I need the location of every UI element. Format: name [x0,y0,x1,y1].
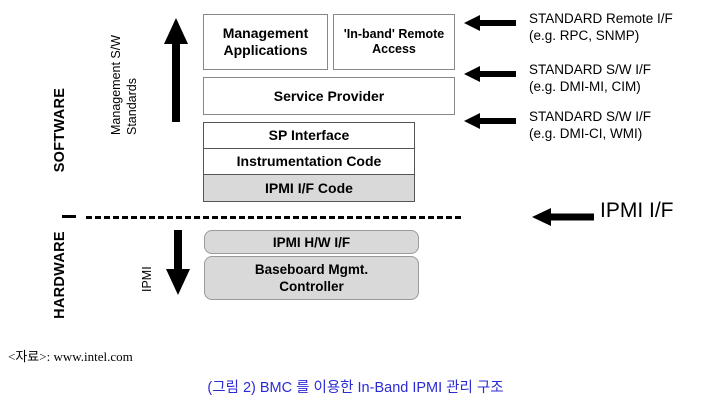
hardware-software-dashed-divider [86,216,461,219]
box-instrumentation-code[interactable]: Instrumentation Code [203,148,415,175]
box-management-applications[interactable]: Management Applications [203,14,328,70]
annotation-standard-sw-if-dmi-ci: STANDARD S/W I/F (e.g. DMI-CI, WMI) [529,108,651,142]
bmc-label-line-1: Baseboard Mgmt. [254,262,369,277]
left-arrow-icon-ipmi-interface [532,208,594,226]
section-label-hardware: HARDWARE [52,231,68,319]
annotation-3-line-2: (e.g. DMI-CI, WMI) [529,126,643,141]
axis-label-line-1: Management S/W [109,34,123,135]
box-ipmi-hw-if[interactable]: IPMI H/W I/F [204,230,419,254]
box-inband-remote-access[interactable]: 'In-band' Remote Access [333,14,455,70]
box-service-provider[interactable]: Service Provider [203,77,455,115]
annotation-standard-sw-if-dmi-mi: STANDARD S/W I/F (e.g. DMI-MI, CIM) [529,61,651,95]
left-arrow-icon-annotation-1 [464,15,516,31]
annotation-2-line-1: STANDARD S/W I/F [529,62,652,77]
annotation-1-line-2: (e.g. RPC, SNMP) [529,28,640,43]
section-label-software: SOFTWARE [52,87,68,173]
box-sp-interface[interactable]: SP Interface [203,122,415,149]
left-arrow-icon-annotation-2 [464,66,516,82]
source-note: <자료>: www.intel.com [8,349,133,364]
annotation-3-line-1: STANDARD S/W I/F [529,109,652,124]
downward-arrow-icon [166,230,190,295]
axis-label-line-2: Standards [125,78,139,135]
axis-label-management-sw-standards: Management S/W Standards [108,10,144,135]
figure-caption: (그림 2) BMC 를 이용한 In-Band IPMI 관리 구조 [207,380,504,396]
left-arrow-icon-annotation-3 [464,113,516,129]
upward-arrow-icon [164,18,188,122]
axis-label-ipmi: IPMI [140,266,154,292]
bmc-label-line-2: Controller [279,279,344,294]
annotation-standard-remote-if: STANDARD Remote I/F (e.g. RPC, SNMP) [529,10,673,44]
box-ipmi-if-code[interactable]: IPMI I/F Code [203,174,415,202]
annotation-1-line-1: STANDARD Remote I/F [529,11,673,26]
software-hardware-divider-tick [62,215,76,218]
annotation-ipmi-interface: IPMI I/F [600,199,674,222]
box-baseboard-mgmt-controller[interactable]: Baseboard Mgmt. Controller [204,256,419,300]
annotation-2-line-2: (e.g. DMI-MI, CIM) [529,79,641,94]
